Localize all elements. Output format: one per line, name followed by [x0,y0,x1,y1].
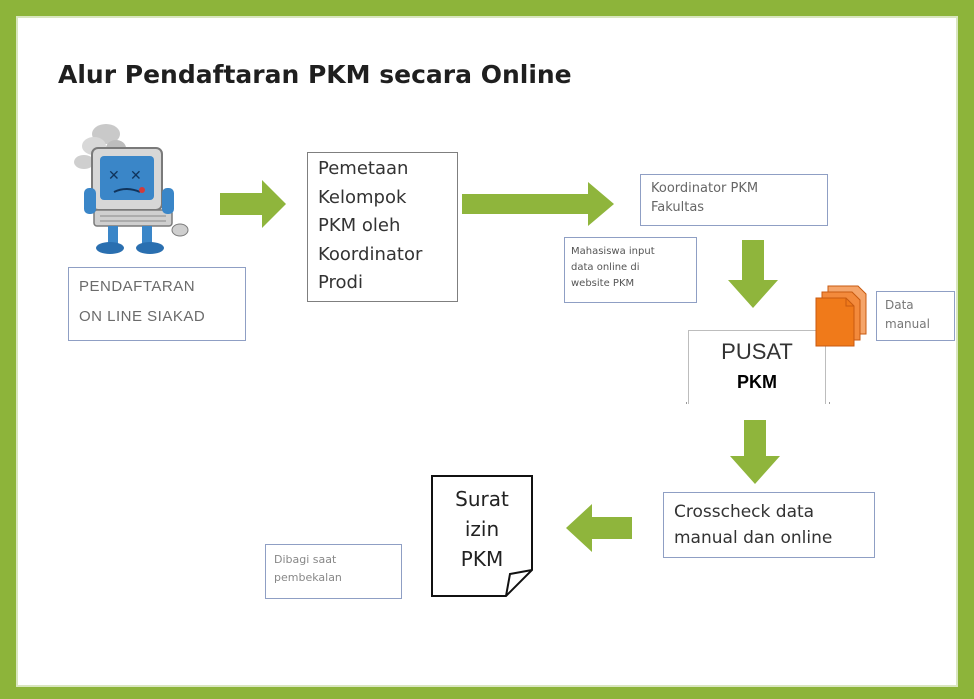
svg-text:✕: ✕ [108,168,120,184]
arrow-pendaftaran-to-pemetaan [220,180,286,228]
koordinator-pkm-fakultas-box: Koordinator PKM Fakultas [640,174,828,226]
surat-izin-pkm-label: Surat izin PKM [455,487,509,571]
pusat-pkm-box: PUSAT PKM [688,330,826,404]
stacked-documents-icon [815,285,867,347]
arrow-pusat-to-crosscheck [730,420,780,484]
svg-text:✕: ✕ [130,168,142,184]
dibagi-saat-pembekalan-box: Dibagi saat pembekalan [265,544,402,599]
arrow-koordinator-to-pusat [728,240,778,308]
pemetaan-kelompok-box: Pemetaan Kelompok PKM oleh Koordinator P… [307,152,458,302]
pusat-bottom-line [686,402,830,404]
diagram-title: Alur Pendaftaran PKM secara Online [58,60,572,89]
diagram-inner-border [16,16,958,687]
pkm-label: PKM [737,372,777,392]
broken-computer-icon: ✕ ✕ [74,124,189,254]
pusat-label: PUSAT [721,339,793,364]
arrow-pemetaan-to-koordinator [462,182,614,226]
data-manual-box: Data manual [876,291,955,341]
crosscheck-data-box: Crosscheck data manual dan online [663,492,875,558]
mahasiswa-input-box: Mahasiswa input data online di website P… [564,237,697,303]
pendaftaran-online-siakad-box: PENDAFTARAN ON LINE SIAKAD [68,267,246,341]
arrow-crosscheck-to-surat [566,504,632,552]
surat-izin-document-shape [431,475,533,597]
